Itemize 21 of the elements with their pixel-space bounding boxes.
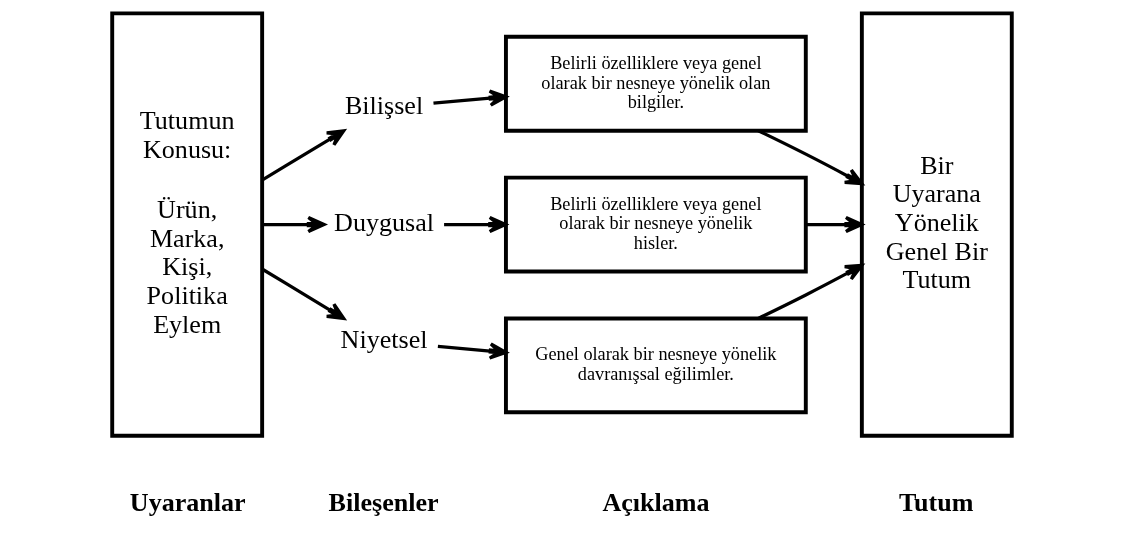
arrow: [443, 215, 507, 234]
arrow: [261, 267, 345, 320]
arrow: [437, 342, 508, 360]
arrow: [432, 89, 507, 107]
node-box: Bir Uyarana Yönelik Genel Bir Tutum: [859, 11, 1014, 438]
node-box: Tutumun Konusu: Ürün, Marka, Kişi, Politika Eylem: [109, 11, 264, 438]
node-text: Niyetsel: [340, 325, 427, 355]
node-box: Genel olarak bir nesneye yönelik davranışsal eğilimler.: [503, 316, 808, 415]
arrow: [805, 215, 863, 234]
label: Bileşenler: [328, 488, 439, 518]
label: Uyaranlar: [129, 488, 246, 518]
node-box: Belirli özelliklere veya genel olarak bir nesneye yönelik hisler.: [503, 175, 808, 274]
node-text: Bilişsel: [344, 90, 423, 120]
arrow: [261, 129, 345, 182]
node-box: Belirli özelliklere veya genel olarak bir nesneye yönelik olan bilgiler.: [503, 34, 808, 133]
label: Tutum: [898, 488, 973, 518]
arrow: [757, 263, 863, 320]
arrow: [262, 215, 326, 234]
node-text: Duygusal: [333, 208, 434, 238]
label: Açıklama: [601, 488, 710, 518]
arrow: [757, 129, 863, 186]
